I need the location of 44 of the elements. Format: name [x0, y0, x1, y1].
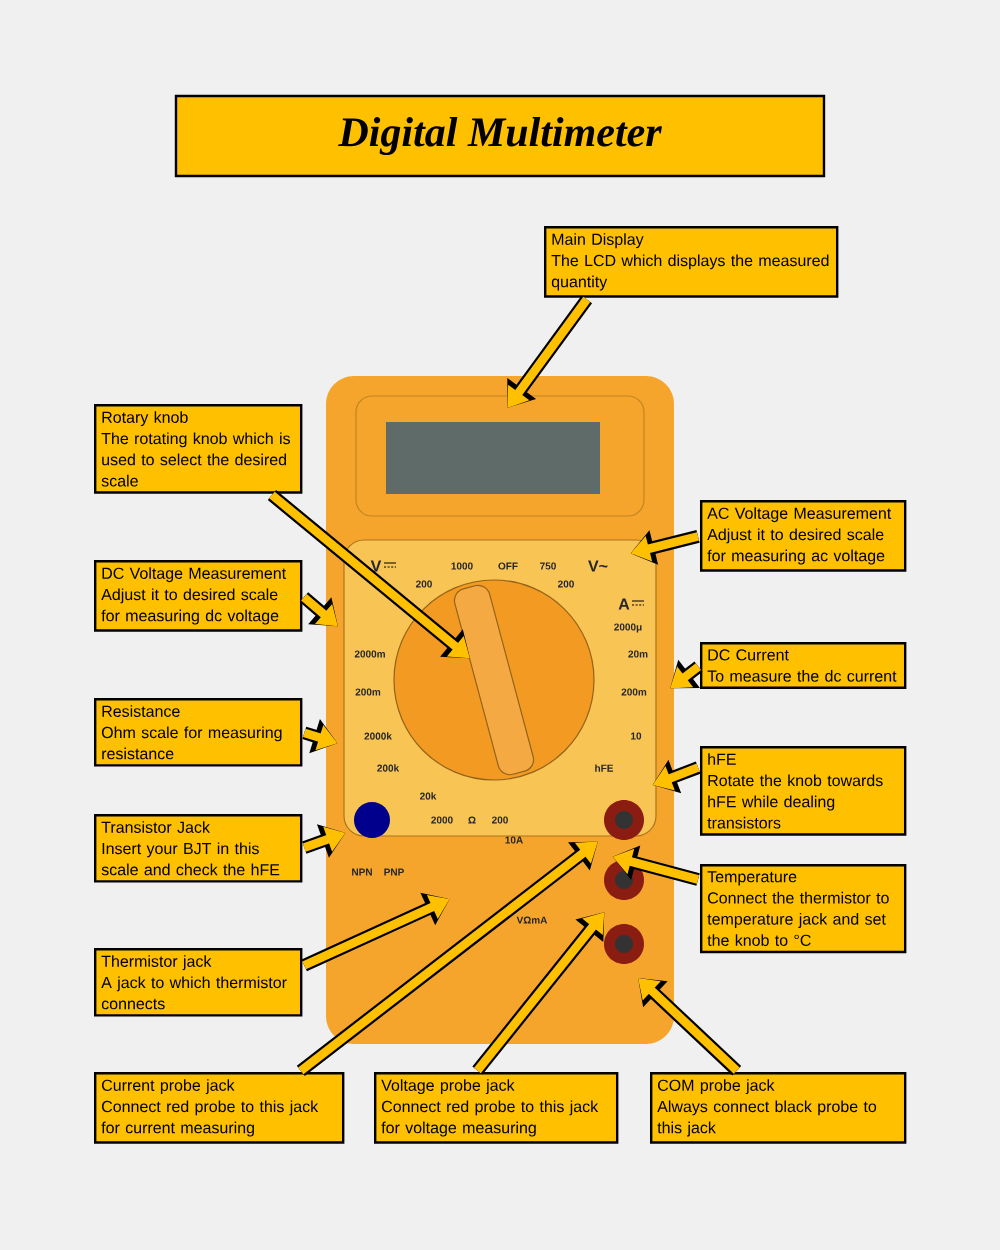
callout-heading: Main Display: [552, 233, 644, 249]
callout-box: [650, 1072, 907, 1144]
callout-heading: Current probe jack: [102, 1079, 235, 1095]
callout-box: [94, 948, 303, 1017]
callout-box: [94, 814, 303, 883]
callout-text: A jack to which thermistor connects: [101, 976, 287, 1010]
callout-text: Always connect black probe to this jack: [657, 1100, 877, 1137]
callout-heading: Rotary knob: [102, 411, 188, 427]
callout-box: [700, 642, 907, 689]
callout-text: Connect red probe to this jack for current measuring: [101, 1100, 319, 1137]
scale-label: A: [618, 598, 645, 610]
scale-label: V~: [588, 560, 608, 572]
callout-text: Adjust it to desired scale for measuring ac voltage: [707, 528, 885, 565]
callout-heading: hFE: [708, 753, 736, 765]
callout-text: The rotating knob which is used to select the desired scale: [101, 432, 290, 487]
callout-box: [94, 1072, 345, 1144]
callout-text: The LCD which displays the measured quantity: [551, 254, 829, 291]
callout-text: Ohm scale for measuring resistance: [101, 726, 282, 760]
callout-heading: DC Current: [708, 649, 789, 661]
callout-box: [544, 226, 839, 298]
callout-heading: AC Voltage Measurement: [707, 507, 892, 523]
callout-box: [94, 698, 303, 767]
callout-text: Connect red probe to this jack for voltage measuring: [381, 1100, 599, 1137]
callout-box: [700, 864, 907, 954]
callout-heading: DC Voltage Measurement: [102, 567, 286, 583]
title-banner: Digital Multimeter: [174, 94, 826, 178]
callout-heading: Voltage probe jack: [381, 1079, 515, 1095]
callout-heading: Thermistor jack: [101, 955, 212, 971]
callout-box: [94, 404, 303, 494]
callout-box: [700, 746, 907, 836]
callout-text: Connect the thermistor to temperature jack and set the knob to °C: [707, 891, 889, 946]
callout-text: Insert your BJT in this scale and check the hFE: [101, 842, 280, 876]
scale-label: V: [370, 560, 397, 572]
callout-box: [700, 500, 907, 572]
callout-heading: Resistance: [102, 705, 180, 717]
callout-arrow: [267, 490, 470, 659]
callout-box: [374, 1072, 619, 1144]
callout-text: Adjust it to desired scale for measuring dc voltage: [101, 588, 279, 625]
callout-text: To measure the dc current: [707, 670, 897, 682]
callout-heading: Temperature: [707, 871, 797, 886]
callout-heading: COM probe jack: [658, 1079, 775, 1095]
callout-box: [94, 560, 303, 632]
callout-text: Rotate the knob towards hFE while dealing transistors: [707, 774, 883, 829]
callout-heading: Transistor Jack: [101, 821, 210, 833]
